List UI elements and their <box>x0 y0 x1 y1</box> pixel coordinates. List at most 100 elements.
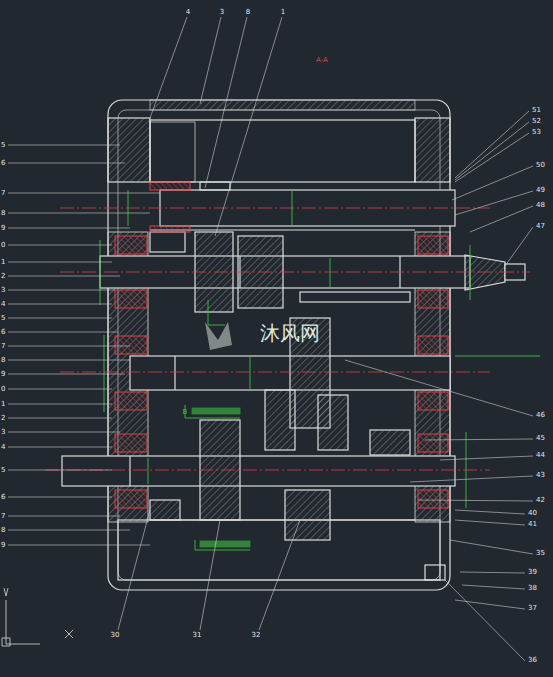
leader-line <box>200 17 221 104</box>
callout-number: 6 <box>1 493 5 502</box>
leader-line <box>8 389 112 390</box>
callout-number: 40 <box>528 509 537 518</box>
leader-line <box>8 245 112 246</box>
leader-line <box>460 572 525 573</box>
callout-number: 41 <box>528 520 537 529</box>
leader-line <box>462 585 525 589</box>
callout-number: 1 <box>281 8 285 17</box>
leader-line <box>8 497 112 498</box>
leader-line <box>8 447 112 448</box>
leader-line <box>8 432 120 433</box>
callout-number: 3 <box>1 286 5 295</box>
callout-number: 3 <box>1 428 5 437</box>
leader-line <box>8 213 150 214</box>
callout-number: 48 <box>536 201 545 210</box>
callout-number: 37 <box>528 604 537 613</box>
callout-number: 46 <box>536 411 545 420</box>
leader-line <box>8 145 120 146</box>
leader-line <box>450 540 533 554</box>
leader-line <box>215 17 282 236</box>
leader-line <box>8 228 130 229</box>
leader-line <box>118 510 150 630</box>
callout-number: 4 <box>1 443 5 452</box>
leader-line <box>8 332 118 333</box>
callout-number: 32 <box>252 631 261 640</box>
leader-line <box>8 304 112 305</box>
callout-number: 5 <box>1 141 5 150</box>
leader-line <box>8 276 120 277</box>
leader-line <box>410 476 533 482</box>
callout-number: 8 <box>1 356 5 365</box>
leader-line <box>455 111 529 178</box>
leader-line <box>8 545 150 546</box>
leader-line <box>8 470 112 471</box>
callout-number: 5 <box>1 466 5 475</box>
leader-line <box>440 456 533 460</box>
section-title: A-A <box>316 56 328 65</box>
callout-number: 2 <box>1 272 5 281</box>
leader-line <box>8 346 130 347</box>
leader-line <box>418 500 533 501</box>
watermark: 沐风网 <box>260 322 320 344</box>
callout-number: 31 <box>193 631 202 640</box>
callout-number: 7 <box>1 342 5 351</box>
callout-number: 8 <box>1 209 5 218</box>
leader-line <box>8 360 130 361</box>
callout-number: 30 <box>111 631 120 640</box>
callout-number: 49 <box>536 186 545 195</box>
leader-line <box>455 133 529 182</box>
callout-number: 47 <box>536 222 545 231</box>
leader-line <box>455 510 525 514</box>
leader-line <box>425 439 533 440</box>
leader-line <box>445 580 525 661</box>
callout-number: 39 <box>528 568 537 577</box>
leader-line <box>455 191 533 215</box>
callout-number: 36 <box>528 656 537 665</box>
leader-line <box>8 290 115 291</box>
callout-number: 7 <box>1 512 5 521</box>
callout-number: 2 <box>1 414 5 423</box>
callout-number: 1 <box>1 400 5 409</box>
leader-line <box>150 17 187 118</box>
callout-number: 44 <box>536 451 545 460</box>
leader-line <box>8 530 130 531</box>
callout-number: 45 <box>536 434 545 443</box>
leader-line <box>455 122 529 180</box>
callout-number: 8 <box>246 8 250 17</box>
callout-number: 52 <box>532 117 541 126</box>
callout-number: 9 <box>1 370 5 379</box>
callout-number: 43 <box>536 471 545 480</box>
leader-line <box>455 600 525 609</box>
callout-number: 9 <box>1 541 5 550</box>
callout-number: 50 <box>536 161 545 170</box>
callout-number: 38 <box>528 584 537 593</box>
leader-line <box>345 360 533 416</box>
callout-number: 3 <box>220 8 224 17</box>
leader-line <box>8 318 112 319</box>
leader-line <box>8 374 125 375</box>
callout-number: 5 <box>1 314 5 323</box>
leader-line <box>259 520 300 630</box>
callout-number: 7 <box>1 189 5 198</box>
callout-number: 8 <box>1 526 5 535</box>
leader-line <box>8 262 112 263</box>
callout-number: 35 <box>536 549 545 558</box>
leader-line <box>8 418 112 419</box>
leader-line <box>455 520 525 525</box>
leader-line <box>8 404 112 405</box>
callout-number: 53 <box>532 128 541 137</box>
callout-number: 4 <box>1 300 5 309</box>
callout-number: 9 <box>1 224 5 233</box>
callout-number: 6 <box>1 159 5 168</box>
leader-line <box>470 206 533 232</box>
callout-number: 0 <box>1 385 5 394</box>
callout-number: 42 <box>536 496 545 505</box>
callout-number: 6 <box>1 328 5 337</box>
leader-line <box>8 193 160 194</box>
callout-number: 4 <box>186 8 190 17</box>
leader-line <box>8 163 125 164</box>
leader-line <box>200 520 220 630</box>
callout-number: 51 <box>532 106 541 115</box>
leader-line <box>8 516 120 517</box>
